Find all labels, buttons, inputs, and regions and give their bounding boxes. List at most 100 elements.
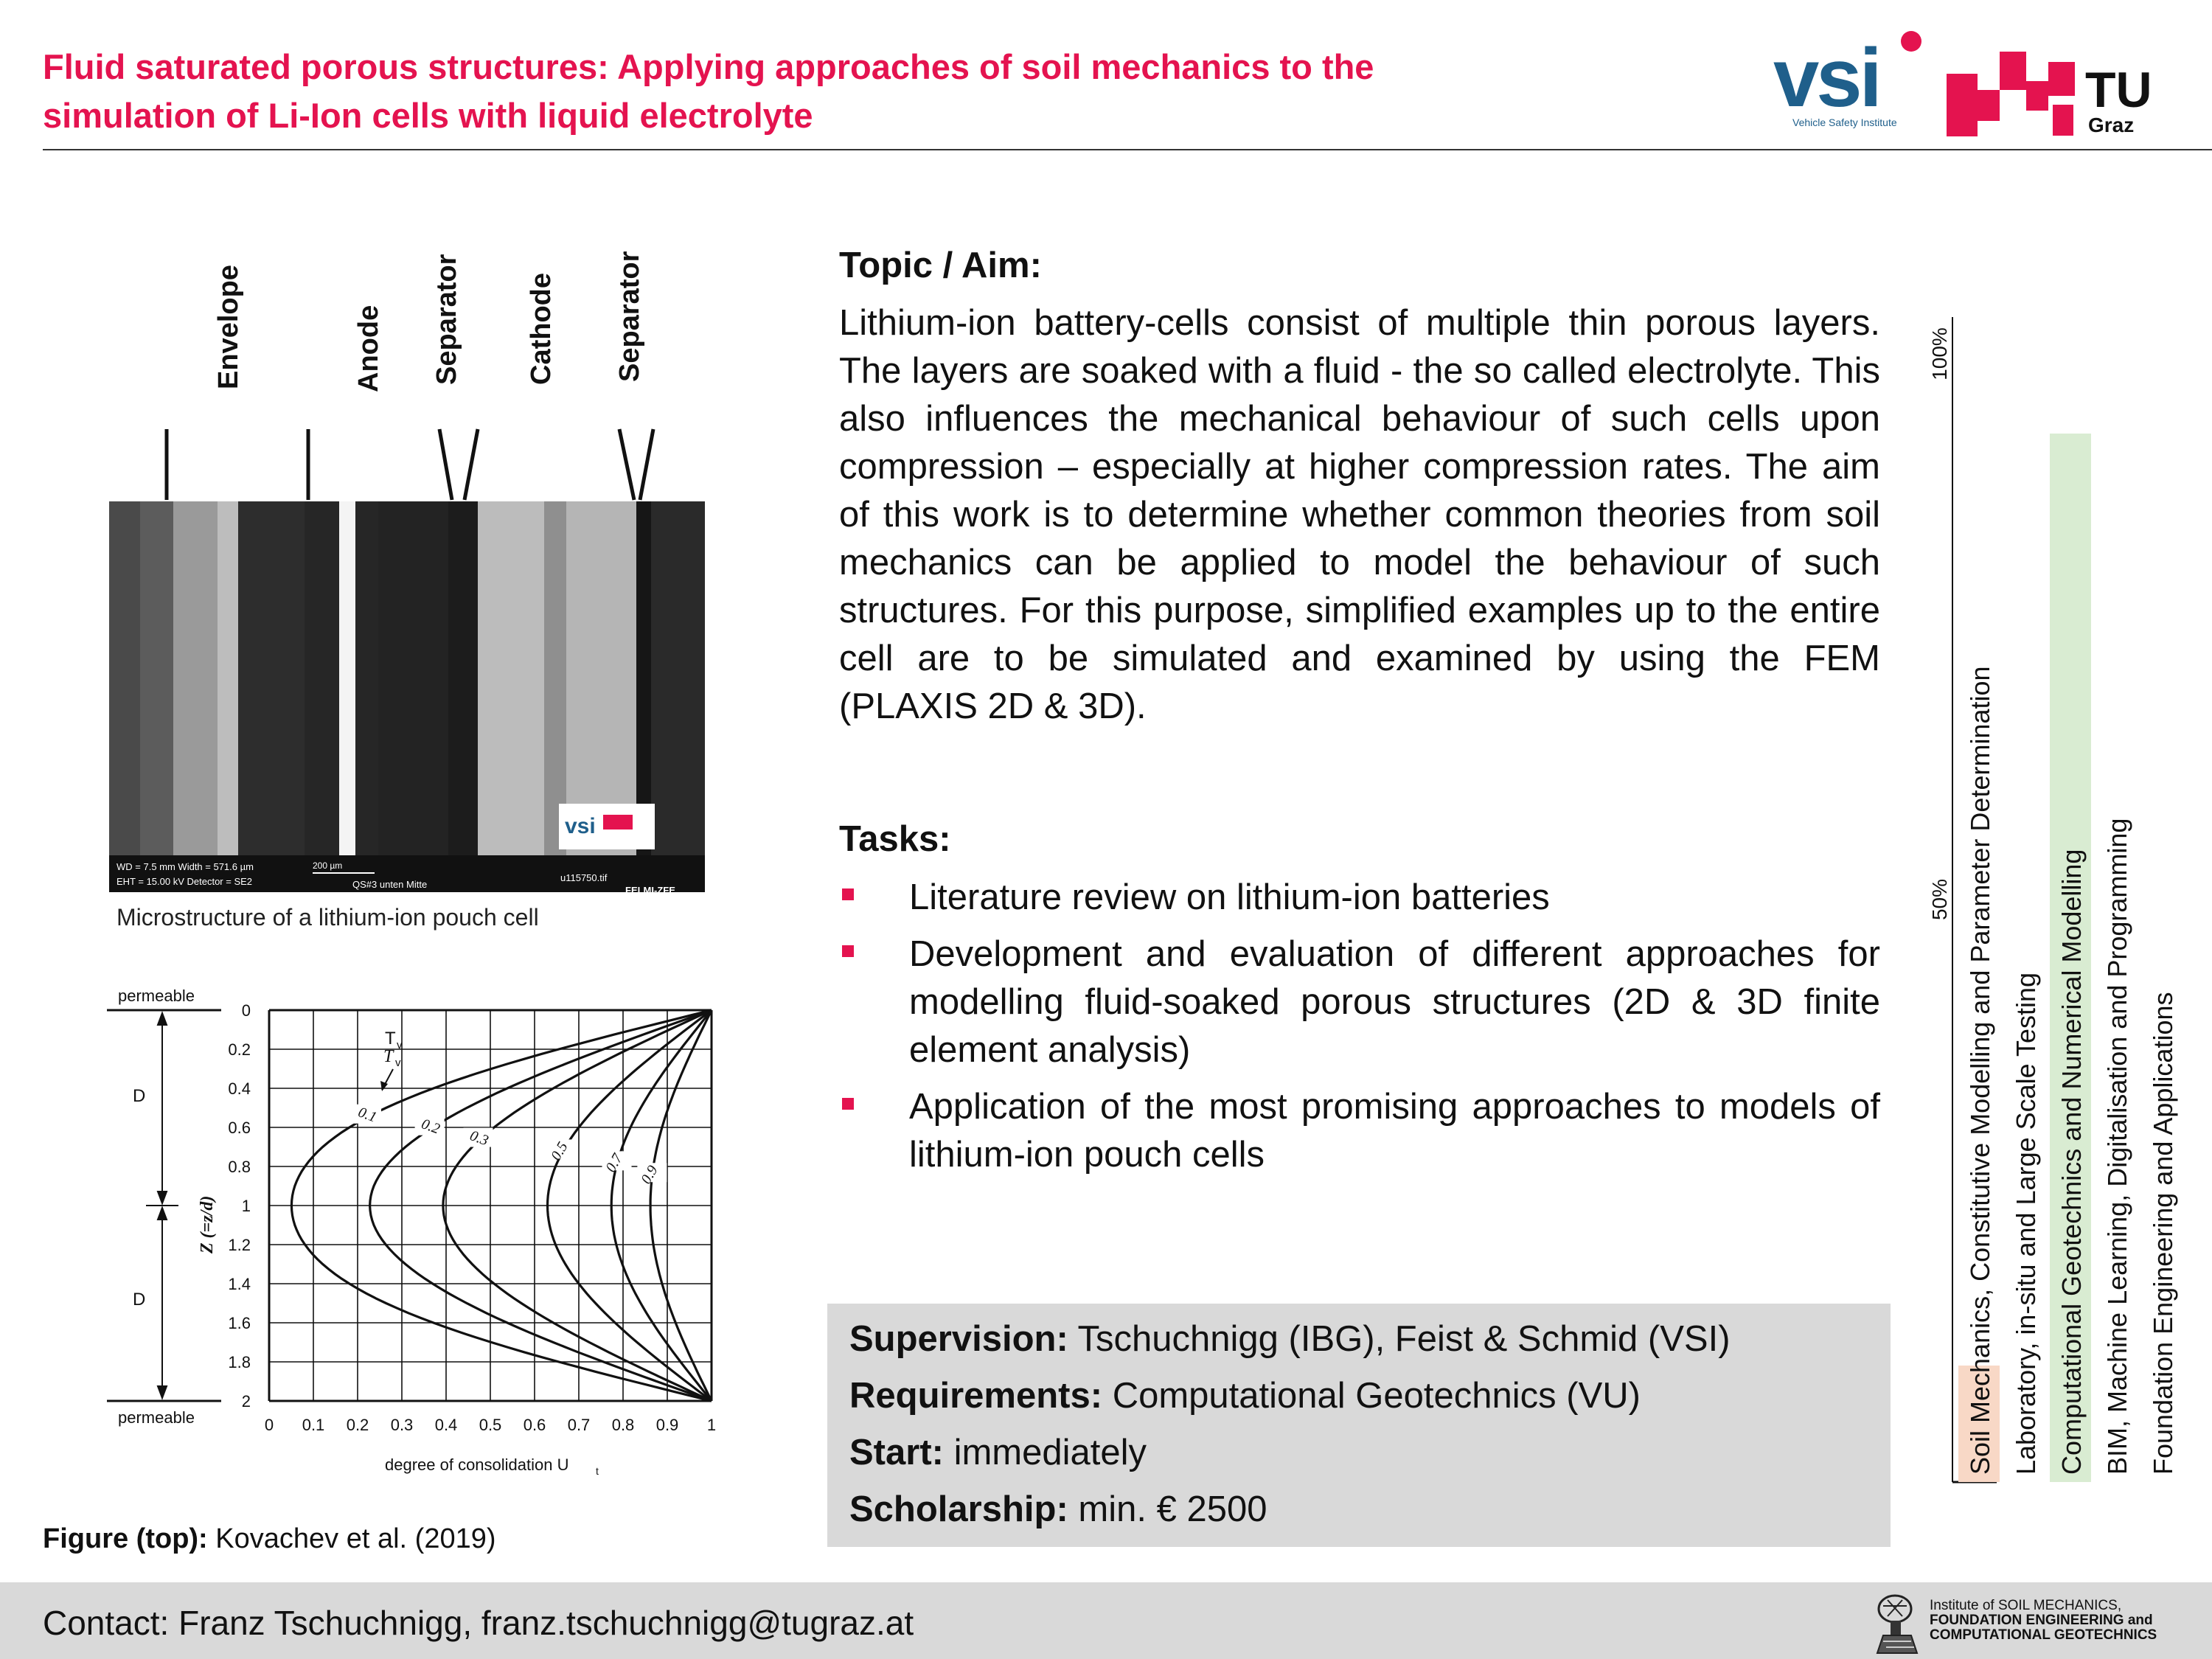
requirements-label: Requirements: bbox=[849, 1376, 1103, 1416]
y-tick-label: 0.2 bbox=[228, 1040, 251, 1059]
tu-graz-logo: TU Graz bbox=[1947, 52, 2168, 140]
task-bullet-icon bbox=[842, 945, 854, 957]
layer-pointer-lines bbox=[164, 428, 655, 501]
supervision-label: Supervision: bbox=[849, 1319, 1068, 1359]
tv-label-italic: T bbox=[383, 1047, 394, 1066]
consolidation-y-ticks: 00.20.40.60.811.21.41.61.82 bbox=[228, 1001, 251, 1411]
figure-credit-text: Kovachev et al. (2019) bbox=[215, 1523, 496, 1554]
layer-label-separator-2: Separator bbox=[614, 251, 645, 382]
header-divider bbox=[43, 149, 2212, 150]
sem-sample: QS#3 unten Mitte bbox=[352, 879, 427, 890]
tv-label-bg bbox=[414, 1116, 445, 1135]
x-tick-label: 0.7 bbox=[568, 1416, 591, 1434]
microstructure-image: Envelope Anode Separator Cathode Separat… bbox=[109, 251, 705, 896]
isochrone-curve bbox=[442, 1009, 712, 1402]
tasks-heading: Tasks: bbox=[839, 819, 951, 859]
tv-label-italic-sub: v bbox=[395, 1057, 401, 1069]
start-row: Start: immediately bbox=[849, 1432, 1147, 1473]
layer-label-bottom: D bbox=[133, 1290, 145, 1310]
y-tick-label: 2 bbox=[242, 1392, 251, 1411]
requirements-row: Requirements: Computational Geotechnics … bbox=[849, 1375, 1641, 1416]
topic-heading: Topic / Aim: bbox=[839, 246, 1042, 285]
x-tick-label: 0.6 bbox=[524, 1416, 546, 1434]
x-tick-label: 0.8 bbox=[612, 1416, 635, 1434]
boundary-top-label: permeable bbox=[118, 987, 195, 1005]
layer-dimension-arrows bbox=[146, 1011, 178, 1400]
y-tick-label: 0.6 bbox=[228, 1119, 251, 1137]
tu-graz-logo-mark bbox=[1947, 52, 2075, 136]
x-tick-label: 0.1 bbox=[302, 1416, 325, 1434]
institute-line-1: Institute of SOIL MECHANICS, bbox=[1930, 1598, 2122, 1613]
institute-line-3: COMPUTATIONAL GEOTECHNICS bbox=[1930, 1627, 2157, 1643]
sem-info-line-2: EHT = 15.00 kV Detector = SE2 bbox=[116, 876, 252, 887]
x-tick-label: 0.3 bbox=[391, 1416, 414, 1434]
bar-chart-tick-label: 50% bbox=[1928, 879, 1951, 920]
task-text: Literature review on lithium-ion batteri… bbox=[909, 877, 1550, 917]
sem-lab: FELMI-ZFE bbox=[625, 885, 675, 896]
page-title-line-1: Fluid saturated porous structures: Apply… bbox=[43, 47, 1374, 86]
tv-label-bg bbox=[637, 1163, 667, 1183]
institute-logo: Institute of SOIL MECHANICS, FOUNDATION … bbox=[1873, 1587, 2212, 1659]
page-title: Fluid saturated porous structures: Apply… bbox=[43, 43, 1680, 140]
tv-label-bg bbox=[602, 1151, 632, 1171]
x-tick-label: 0.2 bbox=[347, 1416, 369, 1434]
y-tick-label: 1.8 bbox=[228, 1353, 251, 1371]
page-title-line-2: simulation of Li-Ion cells with liquid e… bbox=[43, 96, 813, 135]
vsi-logo-dot bbox=[1901, 31, 1921, 52]
supervision-row: Supervision: Tschuchnigg (IBG), Feist & … bbox=[849, 1318, 1731, 1360]
y-tick-label: 1 bbox=[242, 1197, 251, 1215]
consolidation-xlabel-sub: t bbox=[596, 1465, 599, 1477]
bar-chart-tick-label: 100% bbox=[1928, 327, 1951, 380]
task-bullet-icon bbox=[842, 888, 854, 900]
tasks-list: Literature review on lithium-ion batteri… bbox=[839, 874, 1880, 1188]
isochrone-curve bbox=[290, 1009, 712, 1402]
vsi-logo-subtitle: Vehicle Safety Institute bbox=[1792, 116, 1897, 128]
svg-text:vsi: vsi bbox=[565, 814, 596, 838]
start-label: Start: bbox=[849, 1433, 944, 1472]
isochrone-curve bbox=[649, 1009, 713, 1402]
consolidation-figure: permeable permeable D D Z (=z/d) 00.20.4… bbox=[107, 987, 716, 1477]
x-tick-label: 0.4 bbox=[435, 1416, 458, 1434]
scholarship-row: Scholarship: min. € 2500 bbox=[849, 1489, 1267, 1530]
task-bullet-icon bbox=[842, 1098, 854, 1110]
tu-graz-logo-graz: Graz bbox=[2088, 114, 2135, 136]
isochrone-curve bbox=[546, 1009, 712, 1402]
sem-micrograph: vsi WD = 7.5 mm Width = 571.6 µm EHT = 1… bbox=[109, 501, 705, 896]
y-tick-label: 0.8 bbox=[228, 1158, 251, 1176]
bar-chart-category-label: BIM, Machine Learning, Digitalisation an… bbox=[2102, 818, 2132, 1475]
scholarship-value: min. € 2500 bbox=[1078, 1489, 1267, 1529]
vsi-logo-letters: vsi bbox=[1773, 32, 1882, 124]
tv-label-bg bbox=[547, 1139, 577, 1159]
supervision-value: Tschuchnigg (IBG), Feist & Schmid (VSI) bbox=[1077, 1319, 1731, 1359]
bar-chart-category-label: Computational Geotechnics and Numerical … bbox=[2056, 849, 2087, 1475]
task-item: Application of the most promising approa… bbox=[839, 1083, 1880, 1179]
layer-label-top: D bbox=[133, 1086, 145, 1106]
tu-graz-logo-tu: TU bbox=[2085, 62, 2152, 118]
scholarship-label: Scholarship: bbox=[849, 1489, 1068, 1529]
y-tick-label: 0.4 bbox=[228, 1079, 251, 1098]
bar-chart-bar bbox=[1958, 1366, 2000, 1482]
info-box: Supervision: Tschuchnigg (IBG), Feist & … bbox=[827, 1304, 1891, 1547]
y-tick-label: 1.6 bbox=[228, 1314, 251, 1332]
tv-label-bg bbox=[351, 1104, 381, 1124]
tv-label-sub: v bbox=[397, 1039, 403, 1051]
layer-label-cathode: Cathode bbox=[526, 273, 557, 385]
layer-label-envelope: Envelope bbox=[213, 265, 244, 389]
contact-info: Contact: Franz Tschuchnigg, franz.tschuc… bbox=[43, 1604, 914, 1642]
tv-label-top: T bbox=[385, 1029, 396, 1048]
bar-chart-category-label: Foundation Engineering and Applications bbox=[2148, 992, 2178, 1475]
consolidation-curves bbox=[290, 1009, 713, 1402]
boundary-bottom-label: permeable bbox=[118, 1408, 195, 1427]
consolidation-ylabel: Z (=z/d) bbox=[198, 1196, 217, 1254]
sem-scale: 200 µm bbox=[313, 860, 342, 871]
bar-chart-category-label: Soil Mechanics, Constitutive Modelling a… bbox=[1965, 666, 1995, 1475]
bar-chart-bar bbox=[2050, 434, 2091, 1482]
institute-line-2: FOUNDATION ENGINEERING and bbox=[1930, 1613, 2153, 1628]
institute-emblem-icon bbox=[1876, 1594, 1919, 1654]
vsi-logo: vsi Vehicle Safety Institute bbox=[1773, 28, 1928, 131]
topic-area-chart: 50% 100% Soil Mechanics, Constitutive Mode… bbox=[1928, 317, 2178, 1484]
microstructure-caption: Microstructure of a lithium-ion pouch ce… bbox=[116, 904, 539, 931]
x-tick-label: 0.9 bbox=[656, 1416, 679, 1434]
